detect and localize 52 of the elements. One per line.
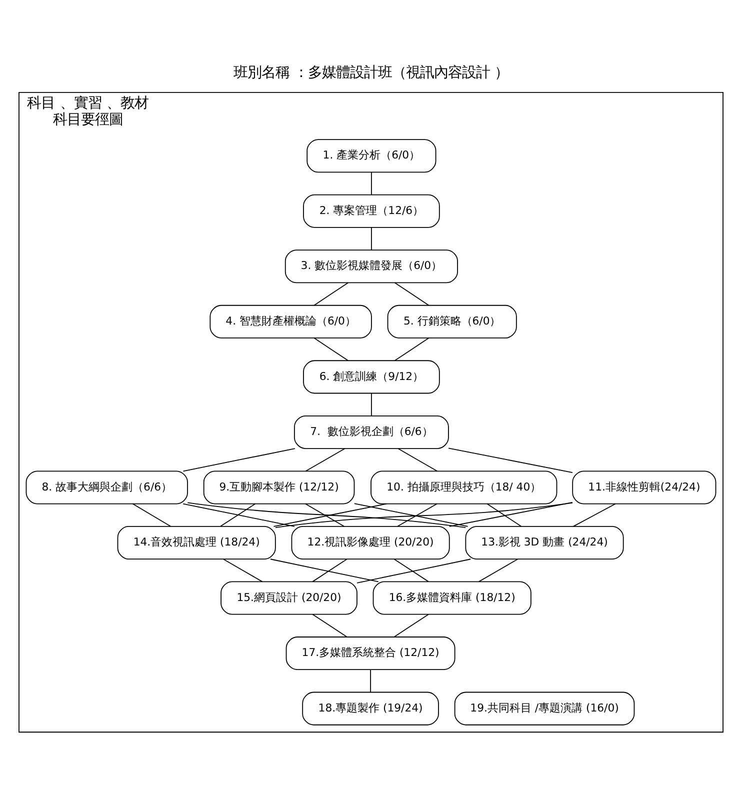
node-box: 12.視訊影像處理 (20/20) [291, 526, 450, 560]
connector [371, 392, 372, 416]
connector [371, 171, 372, 195]
node-box: 5. 行銷策略（6/0） [387, 304, 517, 338]
connector [356, 558, 472, 583]
connector [448, 447, 573, 472]
connector [354, 502, 468, 526]
connector [478, 558, 518, 582]
connector [222, 558, 263, 582]
node-box: 3. 數位影視媒體發展（6/0） [284, 249, 458, 283]
node-box: 7. 數位影視企劃（6/6） [294, 414, 449, 448]
node-box: 9.互動腳本製作 (12/12) [203, 470, 355, 504]
node-box: 4. 智慧財產權概論（6/0） [210, 304, 372, 338]
node-box: 8. 故事大綱與企劃（6/6） [26, 470, 188, 504]
connector [312, 613, 348, 637]
node-box: 1. 產業分析（6/0） [306, 138, 436, 172]
node-box: 19.共同科目 /專題演講 (16/0) [454, 691, 635, 725]
node-box: 17.多媒體系統整合 (12/12) [286, 636, 456, 670]
connector [270, 558, 379, 582]
connector [314, 282, 349, 306]
node-box: 16.多媒體資料庫 (18/12) [372, 580, 532, 614]
connector [370, 668, 371, 692]
node-box: 6. 創意訓練（9/12） [303, 360, 440, 394]
connector [312, 558, 348, 582]
connector [273, 502, 387, 526]
node-box: 13.影視 3D 動畫 (24/24) [465, 526, 624, 560]
node-box: 11.非線性剪輯(24/24) [572, 470, 716, 504]
connector [187, 502, 466, 528]
connector [398, 448, 438, 472]
diagram-title: 班別名稱 ：多媒體設計班（視訊內容設計 ） [233, 64, 509, 80]
connector [371, 226, 372, 250]
connector [394, 558, 430, 582]
connector [397, 502, 438, 526]
node-box: 15.網頁設計 (20/20) [220, 580, 358, 614]
connector [182, 448, 296, 472]
connector [572, 502, 616, 526]
connector [394, 337, 430, 361]
connector [448, 501, 573, 526]
connector [132, 502, 172, 526]
connector [275, 502, 573, 528]
node-box: 18.專題製作 (19/24) [302, 691, 439, 725]
connector [314, 337, 349, 361]
connector [182, 502, 295, 526]
node-box: 10. 拍攝原理與技巧（18/ 40） [370, 470, 558, 504]
node-box: 2. 專案管理（12/6） [303, 194, 440, 228]
node-box: 14.音效視訊處理 (18/24) [117, 526, 276, 560]
connector [220, 502, 256, 526]
connector [486, 502, 522, 526]
connector [394, 613, 429, 637]
connector [305, 448, 346, 472]
connector [394, 282, 430, 306]
connector [305, 502, 345, 526]
